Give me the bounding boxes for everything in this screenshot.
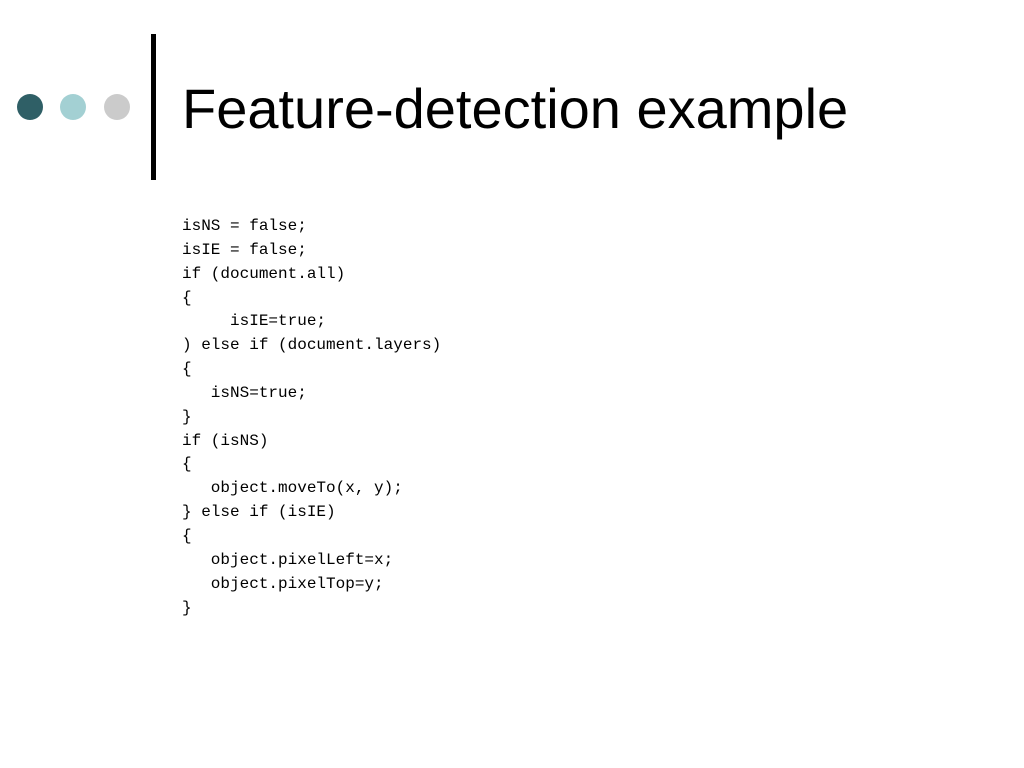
code-line: { (182, 526, 192, 545)
code-line: } (182, 407, 192, 426)
slide-title: Feature-detection example (182, 77, 849, 140)
code-line: if (document.all) (182, 264, 346, 283)
code-line: isNS = false; (182, 217, 307, 235)
code-line: object.pixelLeft=x; (182, 550, 394, 569)
code-line: { (182, 288, 192, 307)
code-line: isIE = false; (182, 240, 307, 259)
code-line: { (182, 360, 192, 379)
code-line: } else if (isIE) (182, 503, 336, 522)
code-line: object.pixelTop=y; (182, 574, 384, 593)
decorative-dot-light-teal (60, 94, 86, 120)
code-line: isIE=true; (182, 312, 327, 331)
code-line: { (182, 455, 192, 474)
code-line: ) else if (document.layers) (182, 336, 442, 355)
code-block: isNS = false; isIE = false; if (document… (182, 215, 441, 620)
decorative-dot-gray (104, 94, 130, 120)
code-line: } (182, 598, 192, 617)
code-line: isNS=true; (182, 383, 307, 402)
code-line: object.moveTo(x, y); (182, 479, 403, 498)
code-line: if (isNS) (182, 431, 269, 450)
decorative-dot-dark-teal (17, 94, 43, 120)
title-divider (151, 34, 156, 180)
